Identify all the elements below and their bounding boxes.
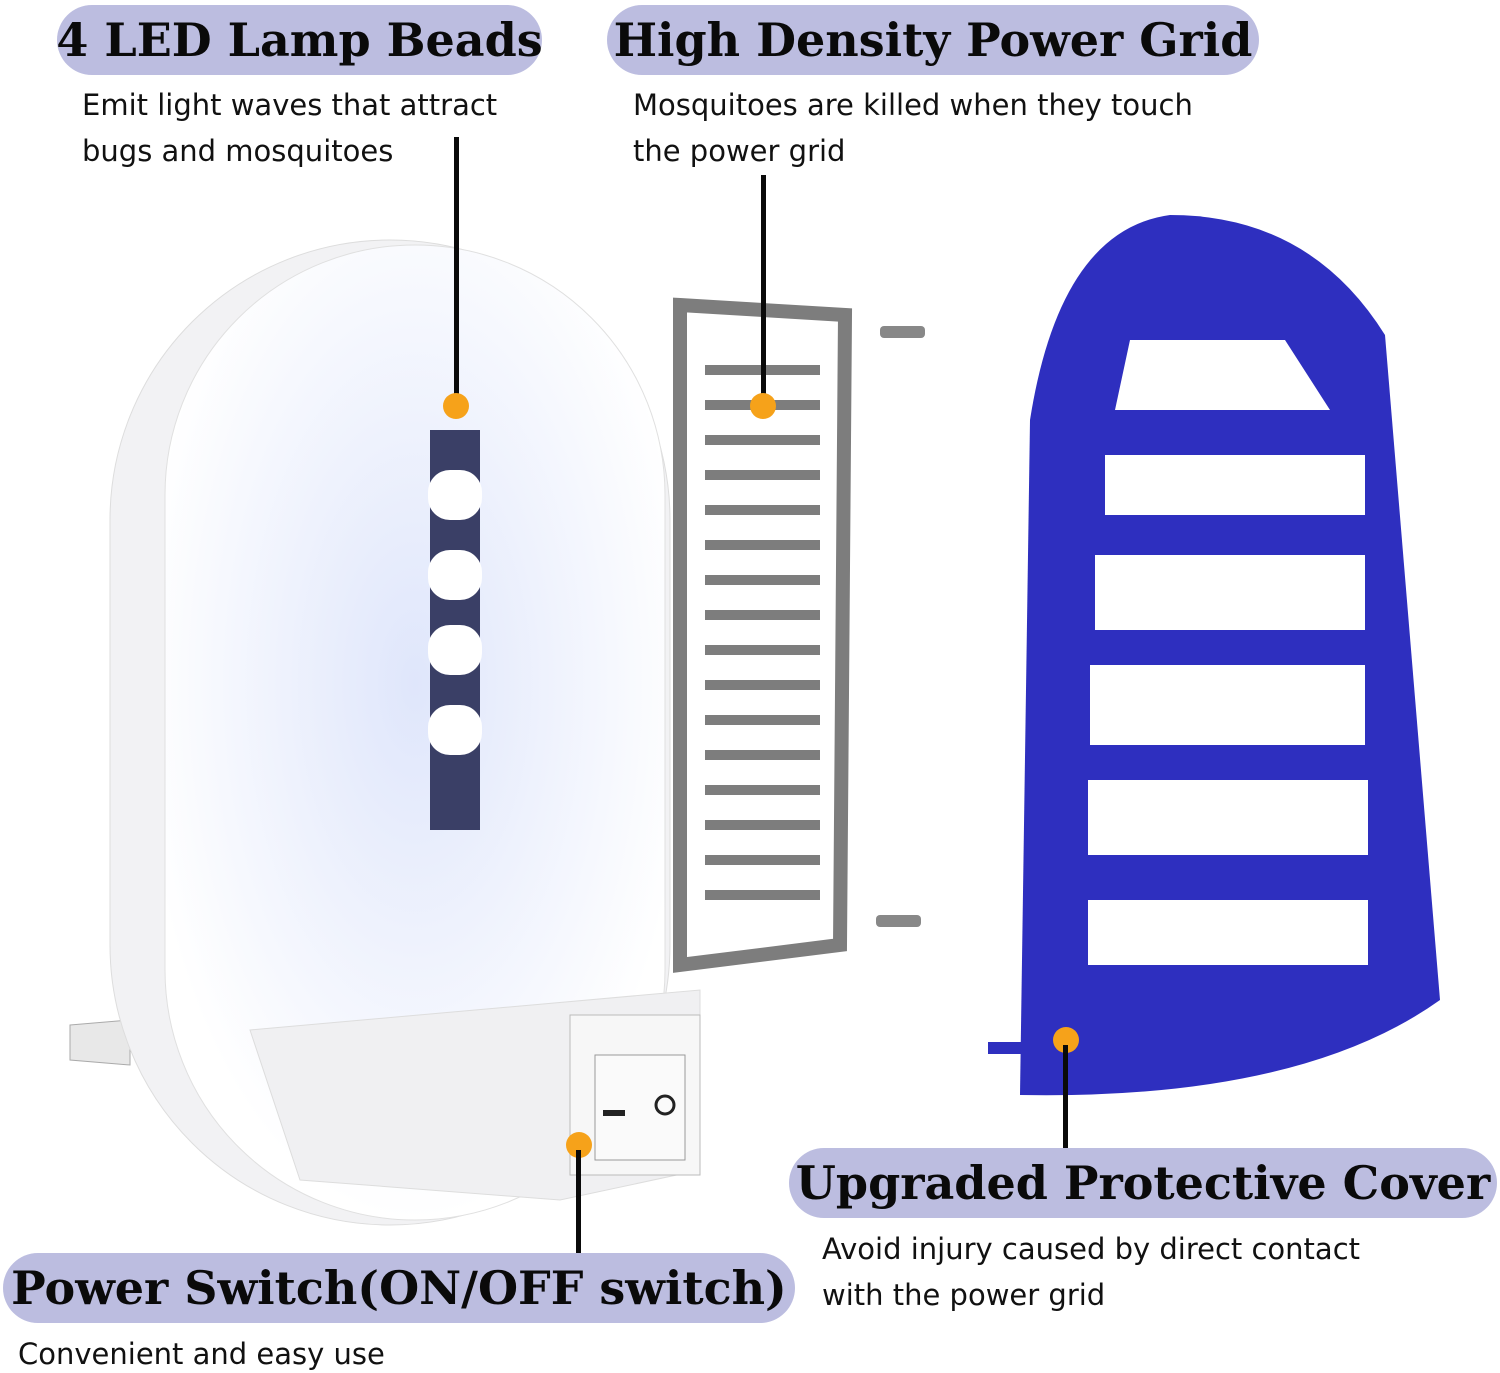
grid-leader-line [761,175,766,407]
cover-leader-line [1063,1045,1068,1150]
led-desc-line: bugs and mosquitoes [82,134,394,168]
cover-description: Avoid injury caused by direct contact wi… [822,1226,1360,1318]
switch-leader-line [576,1150,581,1255]
switch-description: Convenient and easy use [18,1331,385,1373]
led-leader-line [454,137,459,407]
led-title: 4 LED Lamp Beads [56,5,543,75]
switch-title: Power Switch(ON/OFF switch) [3,1253,795,1323]
grid-desc-line: the power grid [633,134,846,168]
led-marker [443,393,469,419]
led-description: Emit light waves that attract bugs and m… [82,82,497,174]
led-desc-line: Emit light waves that attract [82,88,498,122]
protective-cover [988,215,1440,1096]
grid-marker [750,393,776,419]
switch-desc-line: Convenient and easy use [18,1337,385,1371]
device-body [69,239,701,1226]
grid-description: Mosquitoes are killed when they touch th… [633,82,1193,174]
cover-title: Upgraded Protective Cover [789,1148,1497,1218]
grid-desc-line: Mosquitoes are killed when they touch [633,88,1193,122]
power-grid [673,297,925,973]
grid-title: High Density Power Grid [607,5,1259,75]
cover-desc-line: Avoid injury caused by direct contact [822,1232,1361,1266]
cover-desc-line: with the power grid [822,1278,1106,1312]
